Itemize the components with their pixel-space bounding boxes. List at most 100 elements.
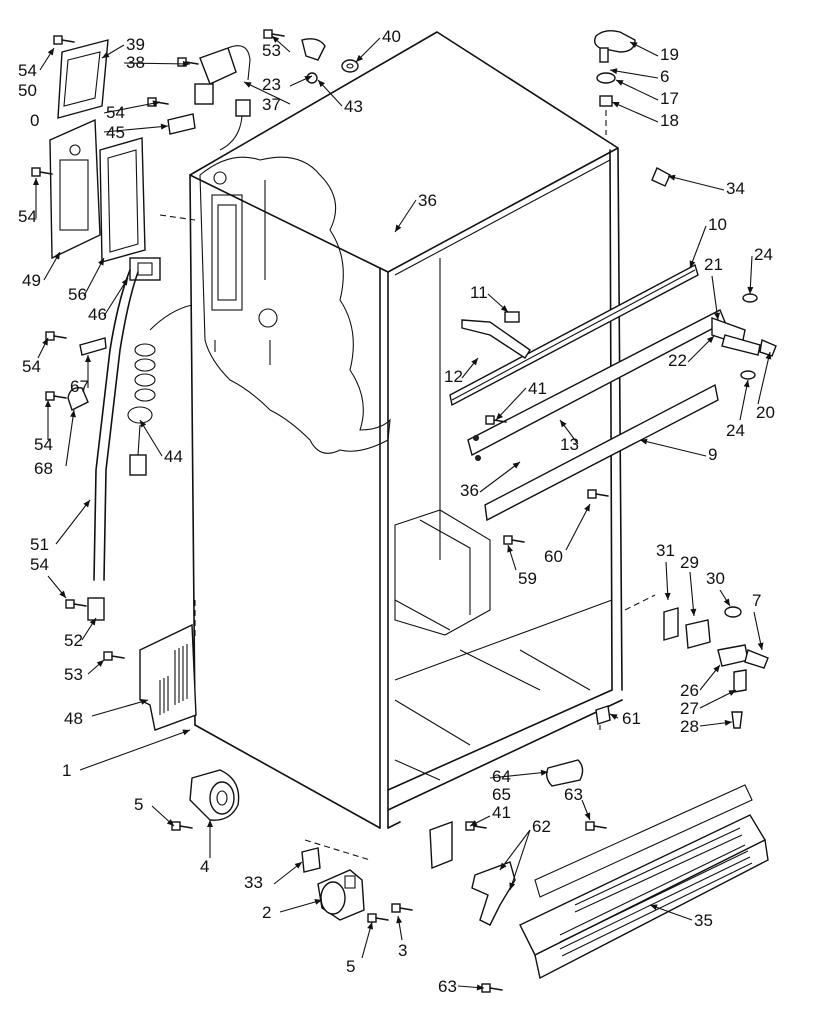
leader-arrowhead [610, 68, 618, 75]
clip-52 [87, 597, 105, 621]
callout-41: 41 [492, 803, 511, 822]
leader-line [91, 699, 149, 717]
callout-37: 37 [262, 95, 281, 114]
callout-19: 19 [660, 45, 679, 64]
leader-arrowhead [584, 812, 591, 820]
callout-3: 3 [398, 941, 407, 960]
leader-arrowhead [723, 598, 730, 606]
leader-arrowhead [182, 729, 190, 736]
leader-arrowhead [496, 412, 503, 420]
callout-54: 54 [18, 207, 37, 226]
leader-arrowhead [612, 102, 620, 108]
callout-39: 39 [126, 35, 145, 54]
callout-30: 30 [706, 569, 725, 588]
screw [263, 29, 285, 39]
callout-67: 67 [70, 377, 89, 396]
toe-grille-clip-64 [545, 759, 584, 787]
leader-arrowhead [45, 400, 51, 407]
callout-0: 0 [30, 111, 39, 130]
leader-arrowhead [53, 252, 60, 260]
screw [585, 821, 607, 831]
screw [587, 489, 609, 499]
leader-arrowhead [724, 719, 732, 726]
callout-51: 51 [30, 535, 49, 554]
right-hinge-21 [711, 293, 777, 380]
callout-56: 56 [68, 285, 87, 304]
leader-arrowhead [728, 690, 736, 696]
callout-46: 46 [88, 305, 107, 324]
callout-52: 52 [64, 631, 83, 650]
screw [503, 535, 525, 545]
callout-24: 24 [726, 421, 745, 440]
leader-arrowhead [102, 51, 110, 58]
leader-arrowhead [476, 984, 484, 991]
leader-line [243, 81, 291, 105]
leader-arrowhead [367, 922, 374, 930]
leader-arrowhead [152, 100, 160, 107]
leader-arrowhead [690, 608, 697, 616]
leader-arrowhead [650, 904, 658, 911]
callout-61: 61 [622, 709, 641, 728]
screw [481, 983, 503, 993]
bottom-hinge-group [624, 594, 769, 729]
leader-arrowhead [512, 462, 520, 469]
screw [485, 415, 507, 425]
leader-line [489, 771, 549, 779]
leader-arrowhead [98, 258, 104, 266]
bracket-62 [471, 861, 516, 926]
leader-arrowhead [616, 80, 624, 86]
top-hinge-assembly [593, 29, 671, 187]
callout-9: 9 [708, 445, 717, 464]
callout-21: 21 [704, 255, 723, 274]
leader-line [649, 904, 693, 921]
leader-line [509, 829, 531, 891]
callout-65: 65 [492, 785, 511, 804]
screw [103, 651, 125, 661]
leader-arrowhead [507, 545, 513, 553]
callout-26: 26 [680, 681, 699, 700]
leader-arrowhead [640, 438, 648, 445]
leader-arrowhead [500, 862, 507, 870]
callout-64: 64 [492, 767, 511, 786]
callout-59: 59 [518, 569, 537, 588]
leader-arrowhead [630, 42, 638, 48]
leader-arrowhead [318, 80, 325, 88]
leader-line [65, 409, 75, 467]
bracket-45 [167, 113, 196, 135]
leader-arrowhead [121, 278, 128, 286]
callout-43: 43 [344, 97, 363, 116]
bracket-65 [429, 821, 453, 870]
leader-arrowhead [396, 916, 403, 924]
clamps-67-68 [67, 337, 107, 411]
light-bulb-23 [301, 38, 326, 84]
leader-line [139, 419, 163, 457]
leader-arrowhead [42, 338, 48, 346]
screw [391, 903, 413, 913]
leader-arrowhead [182, 60, 190, 67]
leader-line [615, 79, 659, 101]
light-socket-37 [194, 45, 251, 151]
leader-arrowhead [706, 336, 714, 344]
callout-54: 54 [18, 61, 37, 80]
callout-38: 38 [126, 53, 145, 72]
leader-arrowhead [757, 642, 764, 650]
callout-53: 53 [262, 41, 281, 60]
shelf-rail-10 [449, 263, 699, 407]
callout-20: 20 [756, 403, 775, 422]
leader-arrowhead [96, 660, 104, 667]
leader-line [83, 257, 105, 297]
callout-1: 1 [62, 761, 71, 780]
callout-17: 17 [660, 89, 679, 108]
screw [31, 167, 53, 177]
callout-60: 60 [544, 547, 563, 566]
callout-53: 53 [64, 665, 83, 684]
callout-35: 35 [694, 911, 713, 930]
leader-arrowhead [747, 286, 754, 294]
gasket-56 [99, 137, 146, 263]
callout-31: 31 [656, 541, 675, 560]
callout-6: 6 [660, 67, 669, 86]
leader-arrowhead [664, 592, 671, 600]
callout-50: 50 [18, 81, 37, 100]
